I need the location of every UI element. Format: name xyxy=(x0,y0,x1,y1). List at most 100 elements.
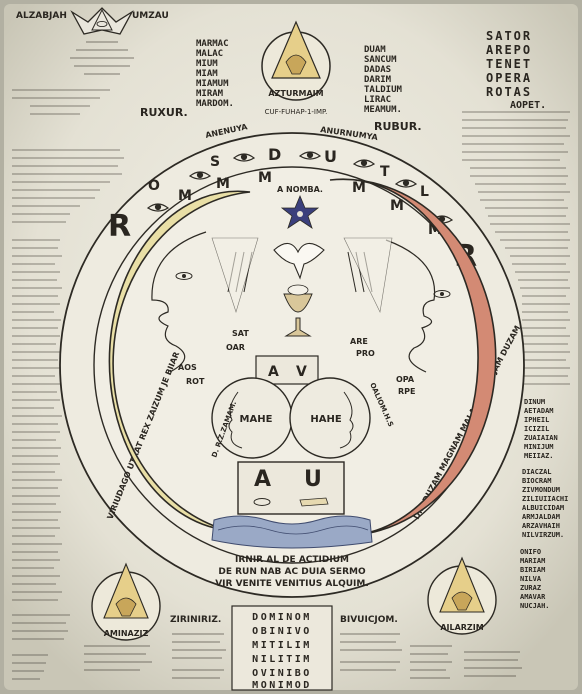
svg-text:MONIMOD: MONIMOD xyxy=(252,680,312,691)
sator-square: SATOR AREPO TENET OPERA ROTAS AOPET. xyxy=(486,29,546,111)
center-word-rot: ROT xyxy=(186,377,205,386)
svg-text:ZILIUIIACHI: ZILIUIIACHI xyxy=(522,495,568,503)
svg-text:MALAC: MALAC xyxy=(196,49,223,59)
chalice-host xyxy=(287,284,309,296)
bottom-left-triangle xyxy=(103,562,149,619)
pointing-hand-icon xyxy=(299,497,329,507)
svg-text:ALBUICIDAM: ALBUICIDAM xyxy=(522,504,564,512)
right-lens xyxy=(289,377,371,459)
left-text-column xyxy=(12,89,124,680)
right-lens-face xyxy=(339,391,354,449)
left-face-pupil xyxy=(182,274,186,278)
svg-text:L: L xyxy=(420,184,429,200)
svg-text:NILVIRZUM.: NILVIRZUM. xyxy=(522,531,564,539)
lower-box xyxy=(237,461,345,515)
top-triangle-label: AZTURMAIM xyxy=(268,89,323,98)
svg-text:D: D xyxy=(268,145,281,164)
svg-text:NUCJAH.: NUCJAH. xyxy=(520,602,550,610)
bottom-left-hand-icon xyxy=(115,597,137,617)
lower-box-letter-u: U xyxy=(304,467,322,492)
svg-text:MIAMUM: MIAMUM xyxy=(196,79,229,89)
center-word-are: ARE xyxy=(350,337,368,346)
svg-text:OBINIVO: OBINIVO xyxy=(252,626,312,637)
right-lens-label: HAHE xyxy=(310,414,341,425)
svg-text:MITILIM: MITILIM xyxy=(252,640,312,651)
svg-text:DARIM: DARIM xyxy=(364,75,392,85)
top-right-word-list: DUAM SANCUM DADAS DARIM TALDIUM LIRAC ME… xyxy=(364,45,403,115)
svg-text:AMAVAR: AMAVAR xyxy=(520,593,546,601)
left-face-eye-icon xyxy=(175,272,193,280)
svg-text:M: M xyxy=(390,198,404,214)
svg-text:MEAMUM.: MEAMUM. xyxy=(364,105,402,115)
upper-box-letter-v: V xyxy=(296,364,307,380)
svg-text:DADAS: DADAS xyxy=(364,65,391,75)
top-left-small-text xyxy=(70,41,134,75)
svg-text:NILVA: NILVA xyxy=(520,575,542,583)
svg-text:NILITIM: NILITIM xyxy=(252,654,312,665)
svg-text:MIUM: MIUM xyxy=(196,59,218,69)
upper-box xyxy=(255,355,319,385)
svg-text:BIOCRAM: BIOCRAM xyxy=(522,477,552,485)
bottom-right-triangle xyxy=(439,556,485,613)
svg-text:M: M xyxy=(178,188,192,204)
svg-text:MARDOM.: MARDOM. xyxy=(196,99,234,109)
bottom-inscription-1: IRNIR AL DE ACTIDIUM xyxy=(235,555,349,565)
star-center-icon xyxy=(297,211,303,217)
left-crescent-face xyxy=(151,231,207,373)
ring-m-letters: M M M M M M xyxy=(178,170,442,238)
corner-label-alzabjah: ALZABJAH xyxy=(16,11,67,21)
bottom-left-label: AMINAZIZ xyxy=(104,629,149,638)
svg-text:MEIIAZ.: MEIIAZ. xyxy=(524,452,554,460)
center-word-rpe: RPE xyxy=(398,387,416,396)
svg-text:TALDIUM: TALDIUM xyxy=(364,85,403,95)
svg-text:TENET: TENET xyxy=(486,57,532,71)
right-rays-block xyxy=(343,237,393,313)
upper-box-letter-a: A xyxy=(268,364,279,380)
svg-text:BIRIAM: BIRIAM xyxy=(520,566,545,574)
label-bivuicjom: BIVUICJOM. xyxy=(340,615,398,625)
svg-text:LIRAC: LIRAC xyxy=(364,95,391,105)
svg-text:MARMAC: MARMAC xyxy=(196,39,229,49)
svg-text:ZUAIAIAN: ZUAIAIAN xyxy=(524,434,558,442)
star-label: A NOMBA. xyxy=(277,185,323,194)
svg-text:ZIVMONDUM: ZIVMONDUM xyxy=(522,486,560,494)
center-word-sat: SAT xyxy=(232,329,249,338)
bottom-right-label: AILARZIM xyxy=(440,623,483,632)
right-face-pupil xyxy=(440,292,444,296)
lower-box-eye-icon xyxy=(253,498,271,506)
left-rays-block xyxy=(211,237,259,314)
top-left-triangle xyxy=(91,8,113,31)
svg-text:MINIJUM: MINIJUM xyxy=(524,443,554,451)
left-lens-label: MAHE xyxy=(240,414,273,425)
top-left-eye-icon xyxy=(96,20,108,28)
svg-text:MIRAM: MIRAM xyxy=(196,89,224,99)
right-text-column xyxy=(462,111,570,385)
bottom-inscription-2: DE RUN NAB AC DUIA SERMO xyxy=(218,567,366,577)
svg-text:R: R xyxy=(108,209,131,244)
bottom-inscription-3: VIR VENITE VENITIUS ALQUIM. xyxy=(215,579,369,589)
ring-eye-icons xyxy=(146,151,454,224)
svg-text:MARIAM: MARIAM xyxy=(520,557,545,565)
svg-text:M: M xyxy=(258,170,272,186)
svg-text:DIACZAL: DIACZAL xyxy=(522,468,552,476)
svg-text:DINUM: DINUM xyxy=(524,398,545,406)
svg-text:OPERA: OPERA xyxy=(486,71,532,85)
svg-text:ARMJALDAM: ARMJALDAM xyxy=(522,513,560,521)
right-crescent-face xyxy=(385,239,436,373)
label-rubur: RUBUR. xyxy=(374,120,422,133)
svg-text:DUAM: DUAM xyxy=(364,45,386,55)
water-waves xyxy=(211,515,373,549)
svg-text:ROTAS: ROTAS xyxy=(486,85,532,99)
svg-text:AOPET.: AOPET. xyxy=(510,100,546,111)
wave-line xyxy=(217,525,369,535)
top-triangle-sublabel: CUF-FUHAP-1-IMP. xyxy=(265,108,328,116)
svg-text:OVINIBO: OVINIBO xyxy=(252,668,312,679)
center-word-pro: PRO xyxy=(356,349,375,358)
svg-text:IPHEIL: IPHEIL xyxy=(524,416,549,424)
left-lens-face xyxy=(228,391,243,449)
svg-text:T: T xyxy=(380,164,390,180)
svg-text:SANCUM: SANCUM xyxy=(364,55,397,65)
label-ziriniriz: ZIRINIRIZ. xyxy=(170,615,221,625)
svg-text:AREPO: AREPO xyxy=(486,43,532,57)
